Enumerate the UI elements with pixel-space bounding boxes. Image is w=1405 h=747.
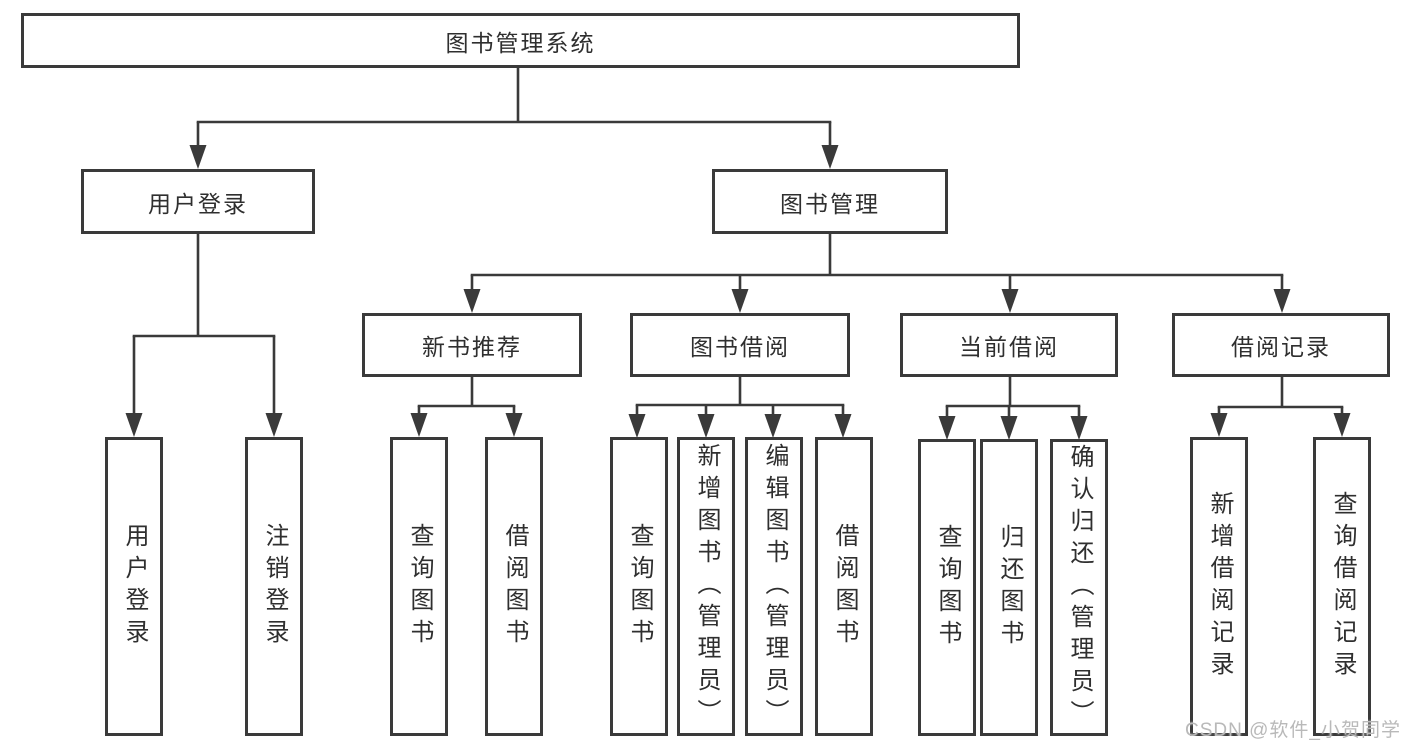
node-borrow-record: 借阅记录 [1172, 313, 1390, 377]
leaf-borrow-borrow-book: 借阅图书 [815, 437, 873, 736]
leaf-logout: 注销登录 [245, 437, 303, 736]
leaf-current-confirm-return-admin: 确认归还（管理员） [1050, 439, 1108, 736]
leaf-current-query-book: 查询图书 [918, 439, 976, 736]
node-book-management: 图书管理 [712, 169, 948, 234]
leaf-borrow-query-book: 查询图书 [610, 437, 668, 736]
node-root: 图书管理系统 [21, 13, 1020, 68]
node-book-borrow: 图书借阅 [630, 313, 850, 377]
leaf-record-add-borrow-record: 新增借阅记录 [1190, 437, 1248, 736]
leaf-borrow-edit-book-admin: 编辑图书（管理员） [745, 437, 803, 736]
leaf-current-return-book: 归还图书 [980, 439, 1038, 736]
leaf-record-query-borrow-record: 查询借阅记录 [1313, 437, 1371, 736]
node-user-login: 用户登录 [81, 169, 315, 234]
leaf-borrow-add-book-admin: 新增图书（管理员） [677, 437, 735, 736]
node-current-borrow: 当前借阅 [900, 313, 1118, 377]
leaf-user-login: 用户登录 [105, 437, 163, 736]
watermark: CSDN @软件_小贺同学 [1185, 720, 1401, 741]
node-new-book-recommend: 新书推荐 [362, 313, 582, 377]
leaf-newbook-query-book: 查询图书 [390, 437, 448, 736]
leaf-newbook-borrow-book: 借阅图书 [485, 437, 543, 736]
